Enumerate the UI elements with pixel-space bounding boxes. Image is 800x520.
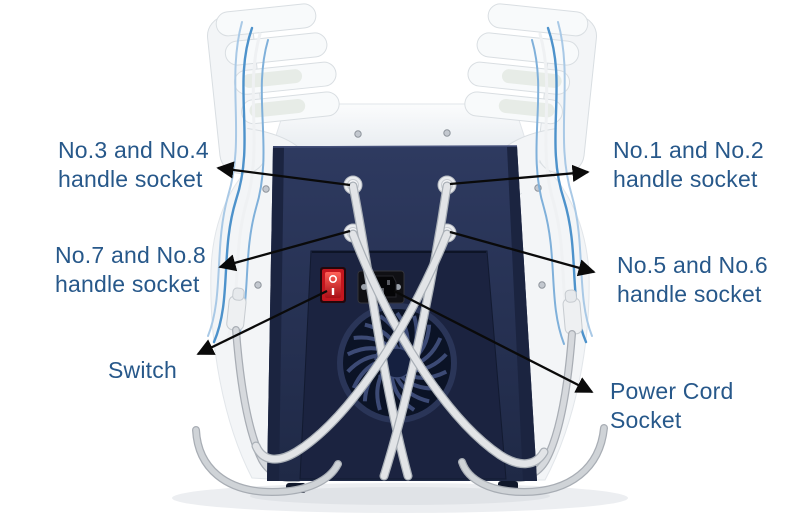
socket-cables xyxy=(251,181,549,481)
back-panel-top-edge xyxy=(272,145,518,148)
arrow-no7-no8 xyxy=(218,229,351,272)
label-line: Switch xyxy=(108,357,177,383)
label-line: Power Cord xyxy=(610,378,734,404)
label-line: No.1 and No.2 xyxy=(613,137,764,163)
back-panel-left-bevel xyxy=(267,146,284,481)
power-switch xyxy=(320,267,346,303)
bottom-cable-loops xyxy=(192,424,608,497)
label-no5-no6-handle-socket: No.5 and No.6 handle socket xyxy=(617,251,768,309)
arrow-power-cord xyxy=(393,289,594,394)
label-line: handle socket xyxy=(55,271,200,297)
label-line: Socket xyxy=(610,407,682,433)
label-line: No.3 and No.4 xyxy=(58,137,209,163)
label-no3-no4-handle-socket: No.3 and No.4 handle socket xyxy=(58,136,209,194)
handle-cables-right xyxy=(531,21,593,346)
arrow-no1-no2 xyxy=(449,164,590,186)
arrow-no5-no6 xyxy=(449,230,596,277)
label-line: handle socket xyxy=(617,281,762,307)
label-switch: Switch xyxy=(108,356,177,385)
label-line: handle socket xyxy=(58,166,203,192)
switch-on-mark xyxy=(331,288,335,295)
arrow-switch xyxy=(196,289,328,356)
label-line: No.7 and No.8 xyxy=(55,242,206,268)
label-line: No.5 and No.6 xyxy=(617,252,768,278)
label-line: handle socket xyxy=(613,166,758,192)
arrow-no3-no4 xyxy=(216,161,351,187)
label-no1-no2-handle-socket: No.1 and No.2 handle socket xyxy=(613,136,764,194)
label-power-cord-socket: Power Cord Socket xyxy=(610,377,733,435)
cable-connector-left xyxy=(226,287,247,331)
label-no7-no8-handle-socket: No.7 and No.8 handle socket xyxy=(55,241,206,299)
annotation-arrows xyxy=(196,161,596,394)
cable-connector-right xyxy=(562,289,583,335)
switch-off-mark xyxy=(328,274,337,283)
back-panel-right-bevel xyxy=(507,146,537,481)
